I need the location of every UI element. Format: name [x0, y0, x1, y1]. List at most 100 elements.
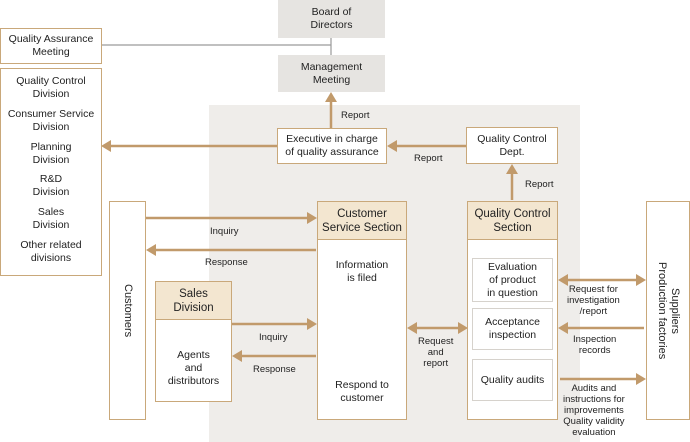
suppliers-production-factories: Suppliers Production factories	[646, 201, 690, 420]
customers-label: Customers	[122, 283, 134, 338]
audits-label-line-5: evaluation	[572, 427, 616, 438]
division-name-2: Division	[32, 219, 70, 232]
customer-service-title-2: Service Section	[322, 221, 402, 234]
qc-item-evaluation: Evaluation of product in question	[472, 258, 553, 302]
board-of-directors: Board of Directors	[278, 0, 385, 38]
audits-label-line-1: Audits and	[571, 383, 617, 394]
qc-item-audits: Quality audits	[472, 359, 553, 401]
head-inquiry-sales	[307, 318, 317, 330]
suppliers-line-2: Production factories	[656, 261, 668, 360]
respond-to-customer: Respond to customer	[318, 379, 406, 405]
head-request-report-left	[407, 322, 417, 334]
qc-dept-line-1: Quality Control	[477, 132, 547, 145]
division-name: Consumer Service	[7, 107, 95, 120]
division-name: Sales	[37, 206, 65, 219]
respond-line-1: Respond to	[335, 379, 389, 391]
evaluation-line-1: Evaluation	[487, 260, 538, 273]
division-name: R&D	[39, 173, 63, 186]
qa-meeting: Quality Assurance Meeting	[0, 28, 102, 64]
investigation-line-3: /report	[579, 306, 608, 317]
division-name: Planning	[30, 140, 72, 153]
label-request-report: Request and report	[418, 336, 453, 369]
head-response-sales	[232, 350, 242, 362]
customers: Customers	[109, 201, 146, 420]
label-audits: Audits and instructions for improvements…	[563, 383, 625, 438]
division-item: Sales Division	[33, 206, 70, 232]
divisions-list: Quality Control Division Consumer Servic…	[0, 68, 102, 276]
customer-service-section: Customer Service Section Information is …	[317, 201, 407, 420]
customer-service-header: Customer Service Section	[318, 202, 406, 240]
label-inquiry-top: Inquiry	[210, 226, 239, 237]
agents-line-1: Agents	[177, 349, 210, 361]
quality-control-section: Quality Control Section Evaluation of pr…	[467, 201, 558, 420]
label-request-investigation: Request for investigation /report	[567, 284, 620, 317]
head-investigation-left	[558, 274, 568, 286]
head-inquiry-top	[307, 212, 317, 224]
head-qcdept-to-exec	[387, 140, 397, 152]
inspection-line-2: records	[578, 345, 611, 356]
management-line-2: Meeting	[312, 73, 351, 86]
qc-item-acceptance: Acceptance inspection	[472, 308, 553, 350]
label-report-qc: Report	[525, 179, 554, 190]
label-report-exec: Report	[414, 153, 443, 164]
board-line-1: Board of	[311, 6, 352, 18]
management-line-1: Management	[300, 60, 363, 73]
qa-meeting-line-2: Meeting	[32, 46, 70, 58]
investigation-line-1: Request for	[568, 284, 618, 295]
sales-division: Sales Division Agents and distributors	[155, 281, 232, 402]
customer-service-title-1: Customer	[337, 207, 387, 220]
head-response-top	[146, 244, 156, 256]
head-request-report-right	[458, 322, 468, 334]
agents-distributors: Agents and distributors	[156, 349, 231, 388]
qc-dept-line-2: Dept.	[499, 145, 525, 158]
agents-line-3: distributors	[167, 375, 220, 387]
division-item: Planning Division	[31, 141, 72, 167]
qc-section-title-1: Quality Control	[474, 207, 551, 220]
information-filed: Information is filed	[318, 259, 406, 285]
quality-control-dept: Quality Control Dept.	[466, 127, 558, 164]
division-item: Quality Control Division	[16, 75, 85, 101]
qc-section-header: Quality Control Section	[468, 202, 557, 240]
audits-line-1: Quality audits	[480, 373, 545, 386]
evaluation-line-3: in question	[487, 286, 538, 299]
request-report-line-3: report	[423, 358, 449, 369]
division-name-2: Division	[32, 120, 70, 133]
qc-section-title-2: Section	[493, 221, 532, 234]
division-item: R&D Division	[33, 173, 70, 199]
head-exec-to-divisions	[101, 140, 111, 152]
request-report-line-2: and	[427, 347, 444, 358]
filed-line-1: Information	[335, 259, 389, 271]
head-qcsection-to-qcdept	[506, 164, 518, 174]
qa-meeting-line-1: Quality Assurance	[8, 33, 94, 45]
investigation-line-2: investigation	[567, 295, 620, 306]
agents-line-2: and	[184, 362, 203, 374]
head-inspection-records	[558, 322, 568, 334]
respond-line-2: customer	[340, 392, 384, 404]
request-report-line-1: Request	[418, 336, 454, 347]
division-name-2: Division	[32, 153, 70, 166]
division-name-2: divisions	[30, 251, 72, 264]
acceptance-line-2: inspection	[488, 329, 537, 341]
label-response-top: Response	[205, 257, 248, 268]
executive-line-2: of quality assurance	[285, 146, 379, 158]
label-inquiry-sales: Inquiry	[259, 332, 288, 343]
evaluation-line-2: of product	[489, 273, 536, 286]
division-name: Quality Control	[16, 75, 86, 87]
division-name-2: Division	[32, 88, 70, 100]
board-line-2: Directors	[310, 19, 353, 31]
audits-label-line-4: Quality validity	[563, 416, 625, 427]
audits-label-line-2: instructions for	[563, 394, 625, 405]
division-name: Other related	[20, 238, 82, 251]
suppliers-line-1: Suppliers	[669, 287, 681, 334]
label-response-sales: Response	[253, 364, 296, 375]
head-audits	[636, 373, 646, 385]
management-meeting: Management Meeting	[278, 55, 385, 92]
head-report-up	[325, 92, 337, 102]
label-report-up: Report	[341, 110, 370, 121]
sales-title-1: Sales	[179, 287, 208, 300]
division-name-2: Division	[32, 186, 70, 199]
label-inspection-records: Inspection records	[573, 334, 616, 356]
sales-division-header: Sales Division	[156, 282, 231, 320]
head-investigation-right	[636, 274, 646, 286]
executive-line-1: Executive in charge	[286, 133, 378, 145]
